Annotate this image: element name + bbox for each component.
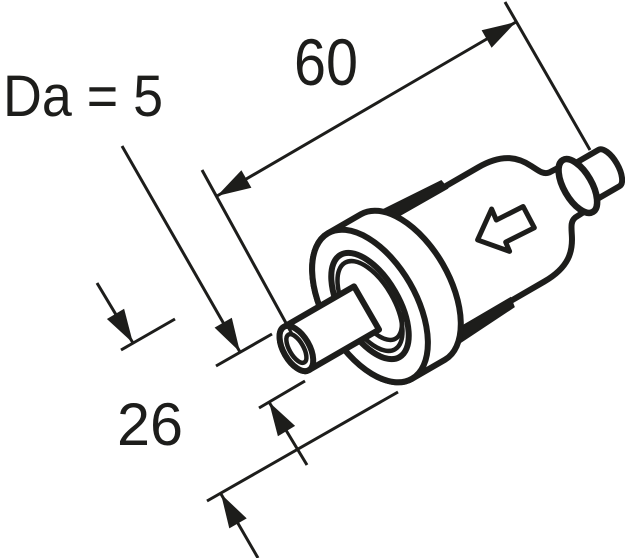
dimension-overall-length: 60 [200,1,592,335]
dimension-body-diameter: 26 [95,282,399,558]
tick-pipe-top-tangent [215,332,273,368]
outlet-pipe-bore [284,331,309,366]
dimension-label-da5: Da = 5 [3,64,163,129]
tick-collar-top-tangent [120,317,176,352]
fuel-filter-part [276,146,625,386]
arrowhead-60-left [217,170,252,196]
tick-pipe-bottom-tangent [258,379,306,410]
dimension-line-60 [216,20,517,198]
flow-direction-arrow-icon [475,203,537,254]
extension-line-rear [503,1,592,151]
tick-collar-bottom-tangent [206,390,399,503]
arrowhead-da5-upper [214,317,240,352]
collar-recess-arc [374,312,405,343]
extension-line-front [200,169,294,335]
arrowhead-60-right [481,22,516,48]
inlet-barb-ring [555,155,601,217]
arrowhead-da5-lower [269,402,296,437]
dimension-label-26: 26 [117,391,183,458]
arrowhead-26-upper [106,308,133,343]
leader-line-da5 [120,145,242,353]
arrowhead-26-lower [221,494,247,529]
dimension-outlet-diameter: Da = 5 [3,64,309,466]
dimension-label-60: 60 [294,25,358,99]
